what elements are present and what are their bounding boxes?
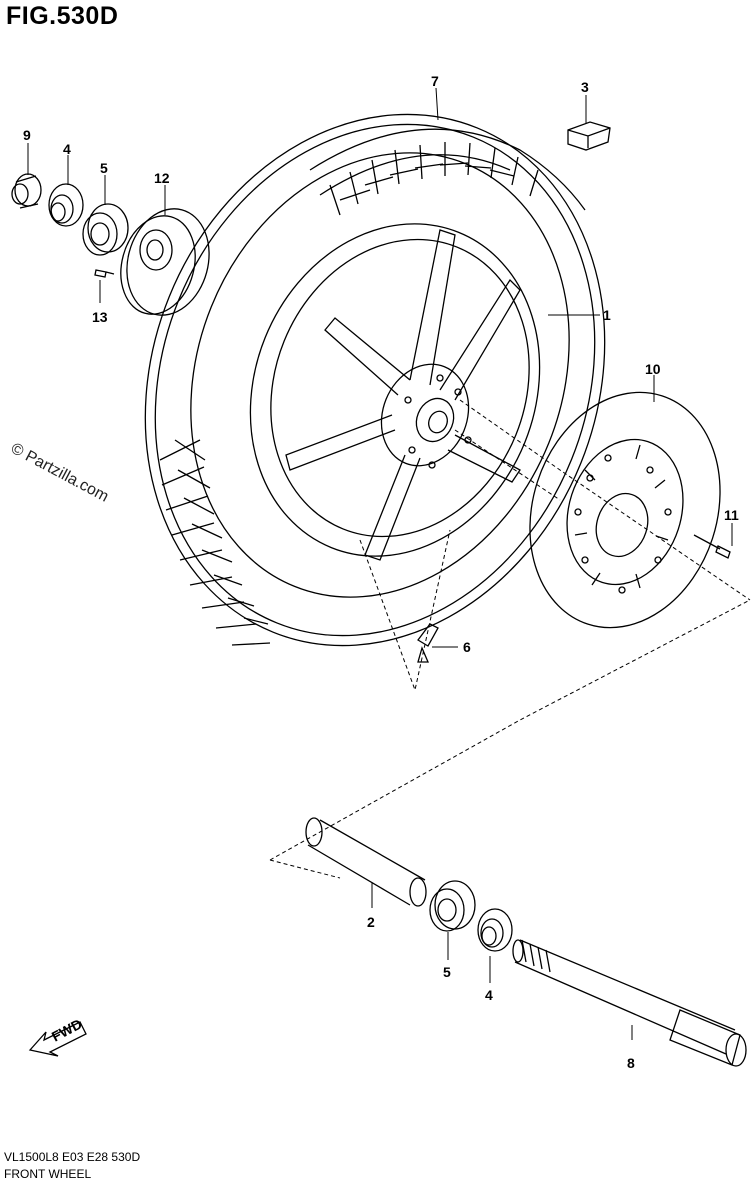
screw-13 xyxy=(94,269,115,278)
axle-8 xyxy=(512,939,747,1067)
oil-seal-4-lower xyxy=(477,908,513,952)
callout-4-bottom: 4 xyxy=(485,987,493,1003)
spacer-2 xyxy=(305,817,427,907)
callout-11: 11 xyxy=(724,507,739,523)
footer-name: FRONT WHEEL xyxy=(4,1167,92,1181)
callout-13: 13 xyxy=(92,309,108,325)
callout-12: 12 xyxy=(154,170,170,186)
callout-3: 3 xyxy=(581,79,589,95)
bearing-5-lower xyxy=(429,880,476,932)
brake-disc xyxy=(529,391,721,629)
callout-1: 1 xyxy=(603,307,611,323)
spacer-12 xyxy=(120,208,210,316)
disc-bolt-11 xyxy=(693,534,731,559)
tire xyxy=(144,113,606,647)
dust-seal-9 xyxy=(11,173,42,209)
bearing-5-left xyxy=(82,203,129,256)
callout-5-top: 5 xyxy=(100,160,108,176)
callout-9: 9 xyxy=(23,127,31,143)
callout-10: 10 xyxy=(645,361,661,377)
oil-seal-4-left xyxy=(48,183,84,227)
assembly-lines xyxy=(269,399,751,879)
callout-5-bottom: 5 xyxy=(443,964,451,980)
callout-4-top: 4 xyxy=(63,141,71,157)
callout-2: 2 xyxy=(367,914,375,930)
leader-lines xyxy=(27,87,733,1040)
balance-weight xyxy=(567,121,611,151)
wheel-rim xyxy=(249,223,541,561)
fwd-arrow-icon: FWD xyxy=(28,1016,87,1057)
callout-8: 8 xyxy=(627,1055,635,1071)
callout-6: 6 xyxy=(463,639,471,655)
figure-title: FIG.530D xyxy=(6,2,119,30)
callout-7: 7 xyxy=(431,73,439,89)
footer-code: VL1500L8 E03 E28 530D xyxy=(4,1150,141,1164)
